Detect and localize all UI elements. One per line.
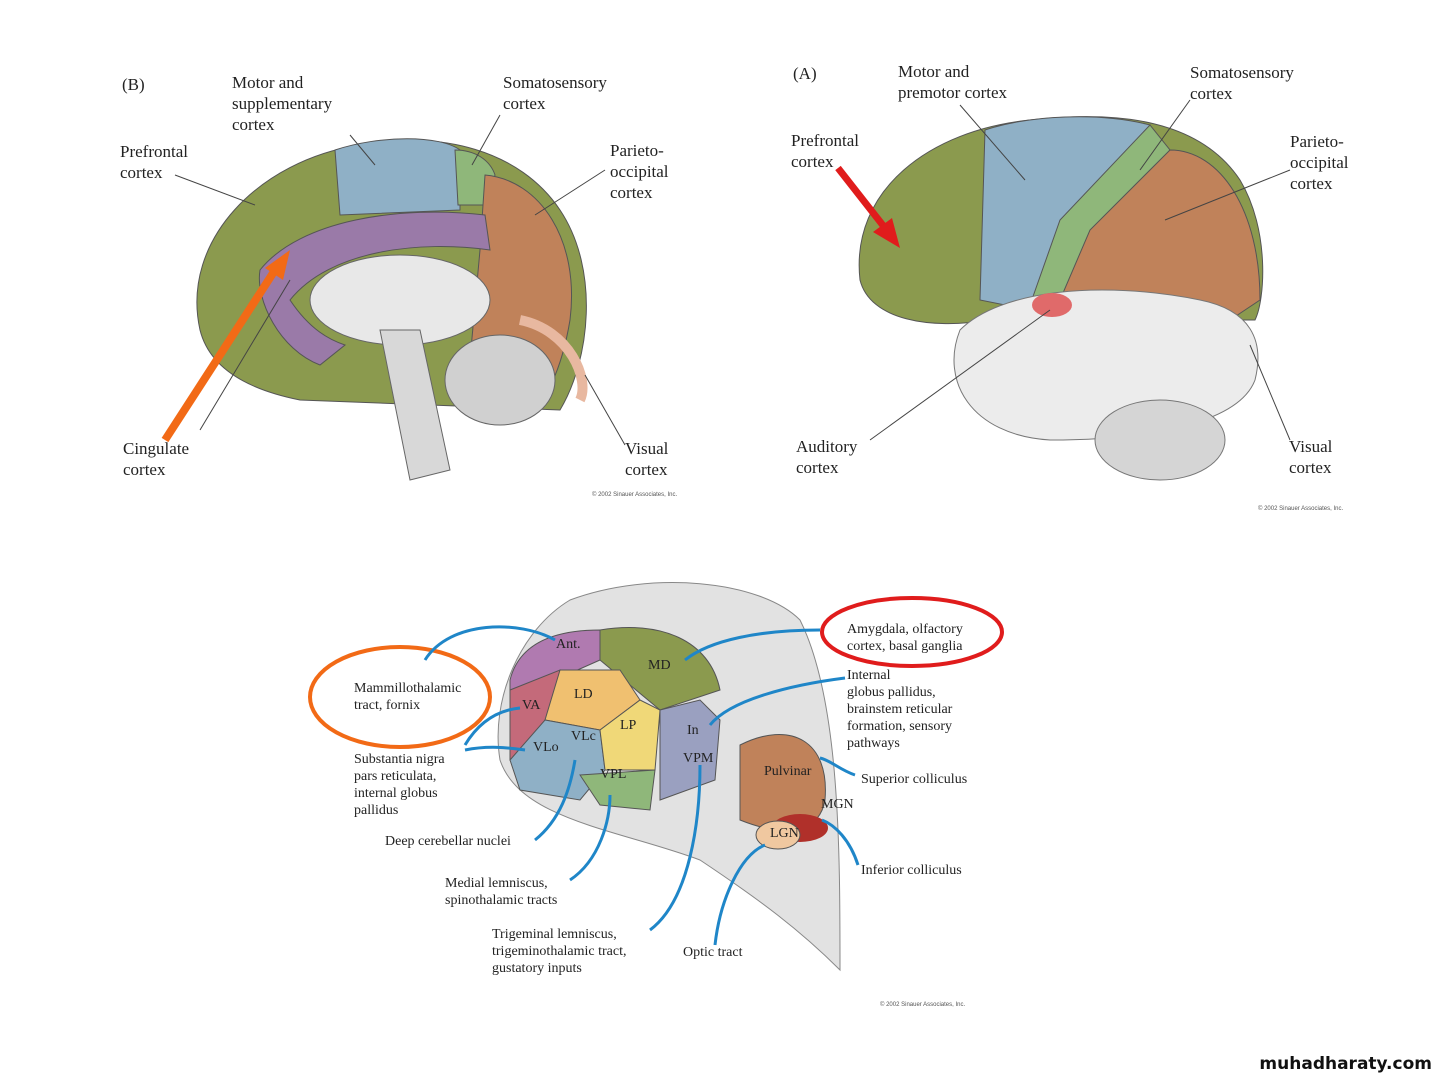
prefrontal-highlight-arrow [835, 165, 888, 231]
label-trigeminal-lemniscus: Trigeminal lemniscus, trigeminothalamic … [492, 927, 627, 976]
nucleus-in: In [687, 723, 699, 738]
amygdala-highlight-circle [820, 596, 1004, 668]
nucleus-mgn: MGN [821, 797, 854, 812]
nucleus-pulvinar: Pulvinar [764, 764, 812, 779]
label-superior-colliculus: Superior colliculus [861, 772, 968, 787]
nucleus-vlo: VLo [533, 740, 559, 755]
medial-brain-illustration [196, 138, 588, 481]
watermark: muhadharaty.com [1259, 1054, 1432, 1074]
label-prefrontal-cortex-a: Prefrontal cortex [791, 131, 859, 171]
thalamus-input-arrows [423, 625, 860, 946]
figure-b-leader-lines [174, 114, 626, 446]
lateral-brain-illustration [858, 116, 1264, 481]
label-somatosensory-cortex-b: Somatosensory cortex [503, 73, 607, 113]
thalamus-illustration [497, 582, 841, 972]
nucleus-md: MD [648, 658, 671, 673]
label-inferior-colliculus: Inferior colliculus [861, 863, 962, 878]
copyright-a: © 2002 Sinauer Associates, Inc. [1258, 506, 1344, 512]
label-deep-cerebellar-nuclei: Deep cerebellar nuclei [385, 834, 511, 849]
label-parieto-occipital-cortex-a: Parieto- occipital cortex [1290, 132, 1349, 193]
figure-a-panel-label: (A) [793, 64, 817, 83]
label-internal-globus-pallidus: Internal globus pallidus, brainstem reti… [847, 668, 953, 751]
figure-b-panel-label: (B) [122, 75, 145, 94]
label-motor-premotor-cortex: Motor and premotor cortex [898, 62, 1008, 102]
label-mammillothalamic-tract: Mammillothalamic tract, fornix [354, 681, 462, 713]
cingulate-highlight-arrow [161, 267, 279, 443]
label-auditory-cortex: Auditory cortex [796, 437, 858, 477]
label-visual-cortex-a: Visual cortex [1289, 437, 1333, 477]
nucleus-ld: LD [574, 687, 593, 702]
label-somatosensory-cortex-a: Somatosensory cortex [1190, 63, 1294, 103]
label-parieto-occipital-cortex-b: Parieto- occipital cortex [610, 141, 669, 202]
nucleus-vlc: VLc [571, 729, 596, 744]
label-visual-cortex-b: Visual cortex [625, 439, 669, 479]
copyright-b: © 2002 Sinauer Associates, Inc. [592, 492, 678, 498]
label-prefrontal-cortex-b: Prefrontal cortex [120, 142, 188, 182]
label-optic-tract: Optic tract [683, 945, 743, 960]
nucleus-vpm: VPM [683, 751, 714, 766]
copyright-thalamus: © 2002 Sinauer Associates, Inc. [880, 1002, 966, 1008]
nucleus-ant: Ant. [556, 637, 581, 652]
nucleus-va: VA [522, 698, 541, 713]
nucleus-lp: LP [620, 718, 637, 733]
mammillothalamic-highlight-circle [308, 645, 492, 749]
nucleus-lgn: LGN [770, 826, 799, 841]
label-motor-supplementary-cortex: Motor and supplementary cortex [232, 73, 333, 134]
label-substantia-nigra: Substantia nigra pars reticulata, intern… [354, 752, 445, 818]
label-amygdala: Amygdala, olfactory cortex, basal gangli… [847, 622, 963, 654]
nucleus-vpl: VPL [600, 767, 627, 782]
label-cingulate-cortex: Cingulate cortex [123, 439, 190, 479]
figure-a-leader-lines [869, 99, 1291, 441]
label-medial-lemniscus: Medial lemniscus, spinothalamic tracts [445, 876, 558, 908]
